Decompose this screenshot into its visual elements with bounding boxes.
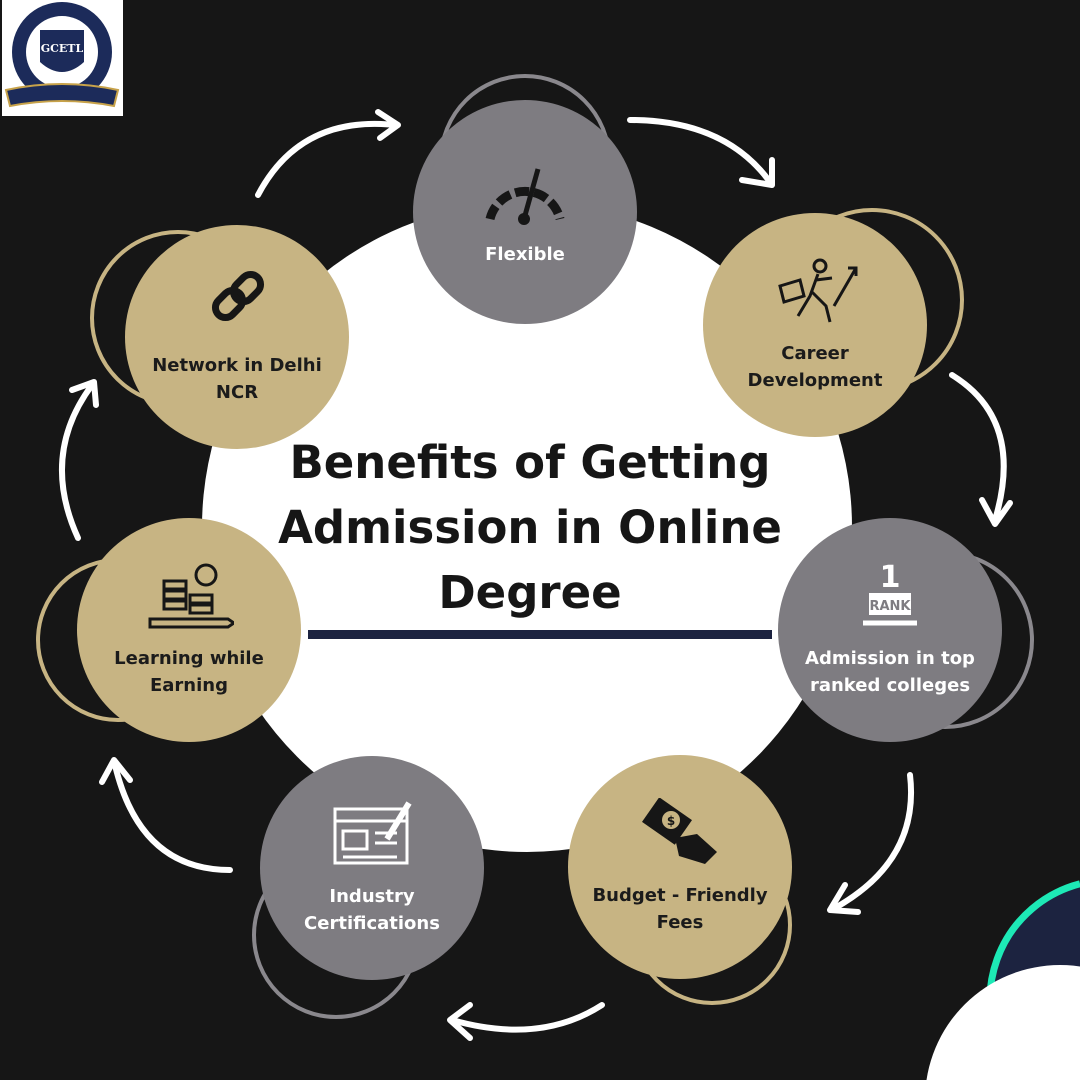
career-growth-icon [778,258,858,323]
benefit-industry-certifications: Industry Certifications [260,756,484,980]
benefit-label: Admission in top ranked colleges [805,648,975,696]
coins-pencil-icon [148,563,234,629]
link-icon [211,270,265,322]
benefit-label: Flexible [485,243,565,265]
benefit-label: Budget - Friendly Fees [592,885,768,933]
benefit-label: Learning while Earning [114,648,264,696]
svg-text:$: $ [667,814,675,828]
benefit-budget-friendly-fees: $ Budget - Friendly Fees [568,755,792,979]
page-title: Benefits of Getting Admission in Online … [278,436,782,619]
svg-text:GCETL: GCETL [41,42,84,55]
money-hand-icon: $ [642,798,717,864]
benefit-flexible: Flexible [413,100,637,324]
benefit-career-development: Career Development [703,213,927,437]
benefit-network-delhi-ncr: Network in Delhi NCR [125,225,349,449]
gcetl-logo: GCETL [2,0,123,116]
benefit-label: Industry Certifications [304,886,440,934]
speedometer-icon [485,167,565,225]
cycle-arrows [58,109,1013,1041]
benefit-label: Career Development [747,343,883,391]
corner-white-circle [926,965,1080,1080]
benefit-label: Network in Delhi NCR [152,355,322,403]
svg-text:1: 1 [880,561,901,595]
title-underline [308,630,772,639]
svg-text:RANK: RANK [869,599,911,614]
benefit-learning-while-earning: Learning while Earning [77,518,301,742]
certificate-icon [333,801,412,865]
center-circle [202,202,852,852]
